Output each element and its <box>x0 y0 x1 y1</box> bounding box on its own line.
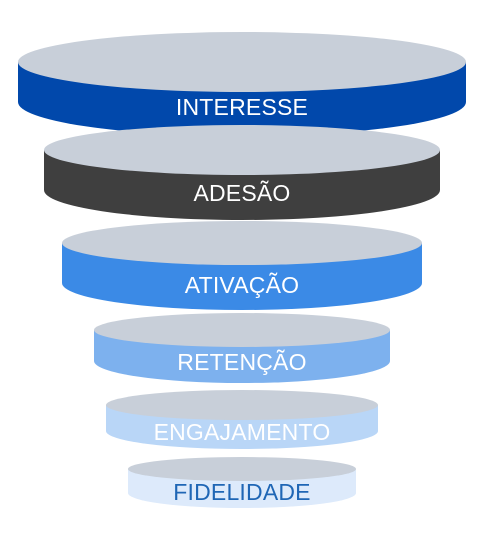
stage-label-interesse: INTERESSE <box>176 94 308 120</box>
stage-top-fidelidade <box>128 457 356 481</box>
funnel-stage-engajamento: ENGAJAMENTO <box>106 390 378 449</box>
funnel-stage-interesse: INTERESSE <box>18 32 466 136</box>
funnel-stage-ativacao: ATIVAÇÃO <box>62 221 422 310</box>
stage-top-ativacao <box>62 221 422 265</box>
stage-label-ativacao: ATIVAÇÃO <box>185 272 300 298</box>
funnel-stage-retencao: RETENÇÃO <box>94 313 390 383</box>
stage-top-interesse <box>18 32 466 92</box>
funnel-stage-fidelidade: FIDELIDADE <box>128 457 356 508</box>
stage-top-retencao <box>94 313 390 347</box>
stage-top-engajamento <box>106 390 378 420</box>
stage-label-fidelidade: FIDELIDADE <box>173 479 310 505</box>
funnel-stage-adesao: ADESÃO <box>44 125 440 220</box>
stage-label-engajamento: ENGAJAMENTO <box>154 419 331 445</box>
stage-top-adesao <box>44 125 440 175</box>
stage-label-adesao: ADESÃO <box>193 180 290 206</box>
stage-label-retencao: RETENÇÃO <box>177 349 306 375</box>
